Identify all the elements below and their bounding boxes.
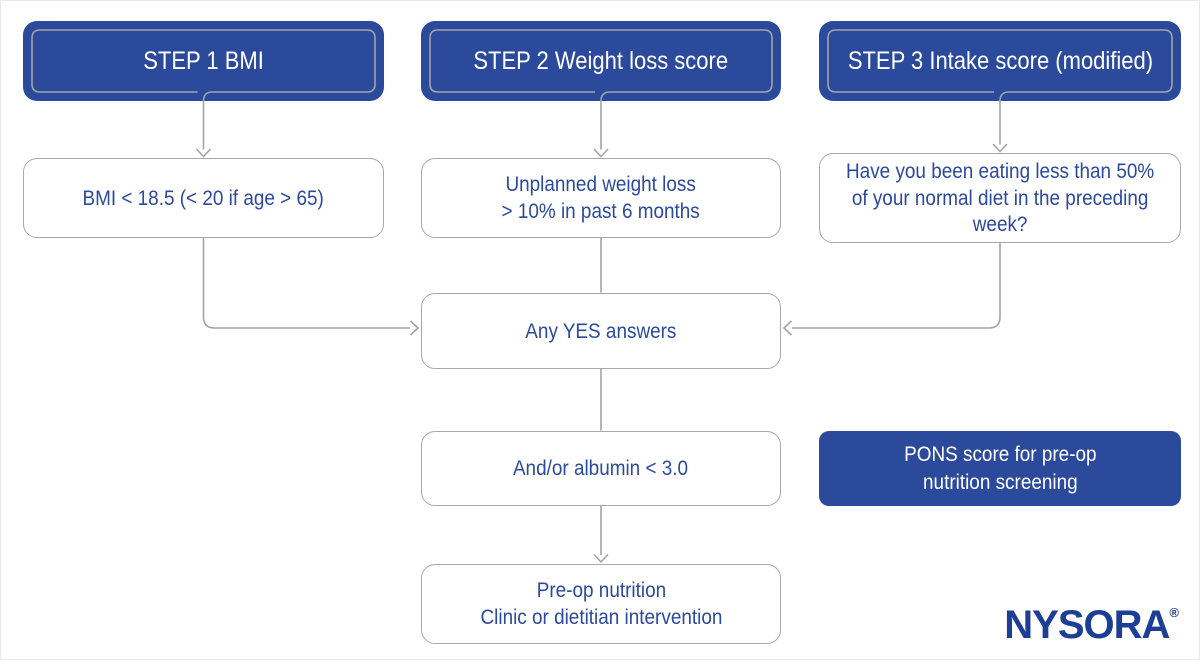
arrowhead-step2-down xyxy=(593,148,609,158)
step1-criteria-text: BMI < 18.5 (< 20 if age > 65) xyxy=(82,185,325,210)
any-yes-text: Any YES answers xyxy=(525,318,677,343)
albumin-text: And/or albumin < 3.0 xyxy=(513,456,689,481)
nysora-logo-text: NYSORA xyxy=(1004,603,1170,647)
step1-header-box: STEP 1 BMI xyxy=(23,21,384,101)
pons-note-box: PONS score for pre-op nutrition screenin… xyxy=(819,431,1181,506)
arrowhead-right-branch xyxy=(782,320,793,336)
step3-criteria-text: Have you been eating less than 50% of yo… xyxy=(845,159,1155,237)
step1-header-label: STEP 1 BMI xyxy=(143,46,264,75)
step2-header-label: STEP 2 Weight loss score xyxy=(473,46,729,75)
step3-criteria-box: Have you been eating less than 50% of yo… xyxy=(819,153,1181,243)
step3-header-label: STEP 3 Intake score (modified) xyxy=(847,46,1153,75)
step2-header-box: STEP 2 Weight loss score xyxy=(421,21,781,101)
branch-right-to-any-yes xyxy=(792,243,1001,329)
any-yes-box: Any YES answers xyxy=(421,293,781,369)
arrowhead-step1-down xyxy=(195,148,212,158)
step1-criteria-box: BMI < 18.5 (< 20 if age > 65) xyxy=(23,158,384,238)
albumin-box: And/or albumin < 3.0 xyxy=(421,431,781,506)
arrowhead-to-outcome xyxy=(593,553,609,564)
nysora-logo: NYSORA® xyxy=(1004,605,1179,645)
step2-criteria-box: Unplanned weight loss > 10% in past 6 mo… xyxy=(421,158,781,238)
step3-header-box: STEP 3 Intake score (modified) xyxy=(819,21,1181,101)
arrowhead-step3-down xyxy=(992,143,1008,153)
registered-trademark-icon: ® xyxy=(1169,605,1179,620)
outcome-box: Pre-op nutrition Clinic or dietitian int… xyxy=(421,564,781,644)
arrowhead-left-branch xyxy=(409,320,420,336)
step2-criteria-text: Unplanned weight loss > 10% in past 6 mo… xyxy=(501,172,701,223)
pons-note-text: PONS score for pre-op nutrition screenin… xyxy=(903,441,1097,494)
outcome-text: Pre-op nutrition Clinic or dietitian int… xyxy=(480,578,722,629)
branch-left-to-any-yes xyxy=(202,238,410,329)
